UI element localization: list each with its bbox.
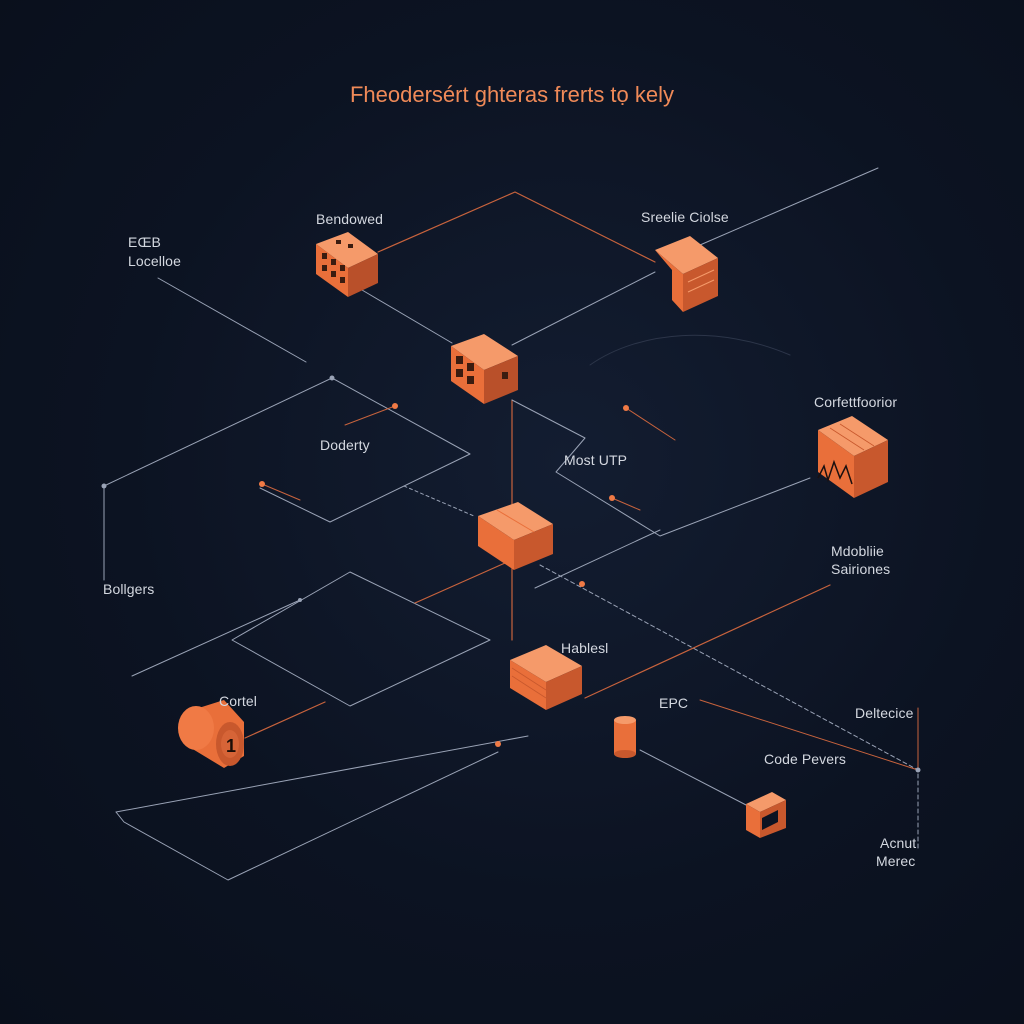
cylinder-icon[interactable] [614, 716, 636, 758]
drum-mark: 1 [226, 736, 236, 756]
drum-icon[interactable]: 1 [178, 700, 244, 768]
label-locelloe: Locelloe [128, 253, 181, 269]
label-bollgers: Bollgers [103, 581, 155, 597]
connector-line [534, 529, 661, 589]
cube-icon[interactable] [817, 416, 888, 498]
junction-dot [259, 481, 265, 487]
connector-line [344, 405, 396, 426]
junction-dot [579, 581, 585, 587]
junction-dot [609, 495, 615, 501]
window-block-icon[interactable] [451, 334, 518, 404]
label-sreelie-ciolse: Sreelie Ciolse [641, 209, 729, 225]
connector-line [589, 334, 791, 366]
storage-block-icon[interactable] [510, 645, 582, 710]
label-acnut: Acnut [880, 835, 917, 851]
junction-dot [298, 598, 302, 602]
label-merec: Merec [876, 853, 916, 869]
building-block-icon[interactable] [316, 232, 378, 297]
bracket-block-icon[interactable] [746, 792, 786, 838]
junction-dot [495, 741, 501, 747]
junction-dot [329, 375, 335, 381]
connector-line [699, 167, 879, 246]
connector-line [377, 191, 656, 263]
label-cortel: Cortel [219, 693, 257, 709]
connector-line [115, 751, 499, 881]
connector-line [625, 407, 676, 441]
connector-line [639, 749, 749, 807]
label-corfettfoorior: Corfettfoorior [814, 394, 898, 410]
central-block-icon[interactable] [478, 502, 553, 570]
connector-line [157, 277, 307, 363]
connector-line [261, 483, 301, 501]
connector-line [244, 701, 326, 739]
connector-line [361, 289, 453, 344]
diagram-title: Fheodersért ghteras frerts tọ kely [349, 82, 675, 107]
junction-dot [915, 767, 921, 773]
label-mdobliie: Mdobliie [831, 543, 884, 559]
connector-line [611, 497, 641, 511]
connector-line [584, 584, 831, 699]
label-sairiones: Sairiones [831, 561, 891, 577]
connector-line [103, 377, 471, 581]
connector-line [414, 562, 506, 604]
junction-dot [623, 405, 629, 411]
label-hablesl: Hablesl [561, 640, 609, 656]
label-code-pevers: Code Pevers [764, 751, 847, 767]
junction-dot [101, 483, 107, 489]
label-edb: EŒB [128, 234, 161, 250]
folded-panel-icon[interactable] [655, 236, 718, 312]
connector-line [131, 599, 301, 677]
label-epc: EPC [659, 695, 689, 711]
connector-line [511, 399, 811, 537]
connector-line [231, 571, 491, 707]
connector-line [511, 271, 656, 346]
label-most-utp: Most UTP [564, 452, 628, 468]
connector-line [115, 735, 529, 813]
junction-dot [392, 403, 398, 409]
junction-dots [101, 375, 921, 773]
label-doderty: Doderty [320, 437, 370, 453]
label-deltecice: Deltecice [855, 705, 914, 721]
connector-line [403, 485, 475, 517]
label-bendowed: Bendowed [316, 211, 383, 227]
